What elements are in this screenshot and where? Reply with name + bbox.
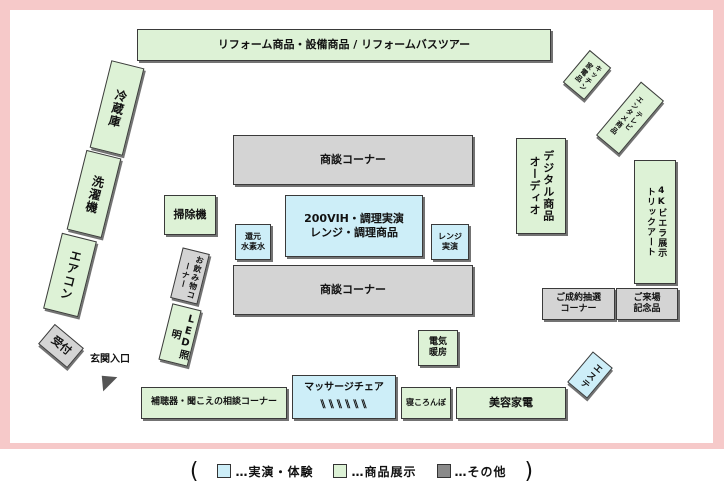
booth-4k-viera: 4Kビエラ展示 トリックアート — [634, 160, 676, 284]
legend-close-paren: ) — [524, 458, 535, 484]
booth-massage-chair: マッサージチェア ⑊⑊⑊⑊⑊⑊ — [292, 375, 396, 419]
booth-meeting-bottom: 商談コーナー — [233, 265, 473, 315]
booth-este: エステ — [567, 351, 613, 399]
booth-vacuum: 掃除機 — [164, 195, 216, 235]
massage-chair-icon: ⑊⑊⑊⑊⑊⑊ — [319, 397, 369, 412]
booth-meeting-top: 商談コーナー — [233, 135, 473, 185]
legend-swatch-other — [436, 464, 451, 478]
booth-beauty-appliance: 美容家電 — [456, 387, 566, 419]
booth-reform: リフォーム商品・設備商品 / リフォームバスツアー — [137, 29, 551, 61]
booth-massage-label: マッサージチェア — [304, 381, 384, 393]
booth-hydrogen-water: 還元 水素水 — [235, 224, 271, 260]
legend-item-product: …商品展示 — [333, 463, 416, 480]
legend-item-demo: …実演・体験 — [217, 463, 313, 480]
legend-label-other: …その他 — [454, 464, 507, 479]
legend-label-product: …商品展示 — [351, 464, 417, 479]
legend-swatch-demo — [217, 464, 232, 478]
booth-digital-audio: デジタル商品 オーディオ — [516, 138, 566, 234]
legend: ( …実演・体験 …商品展示 …その他 ) — [0, 456, 724, 486]
legend-label-demo: …実演・体験 — [235, 464, 314, 479]
booth-electric-heating: 電気 暖房 — [418, 330, 458, 366]
legend-open-paren: ( — [189, 458, 200, 484]
entrance-label: 玄関入口 — [90, 354, 130, 365]
booth-led: LED照明 — [158, 303, 202, 367]
legend-swatch-product — [333, 464, 348, 478]
booth-drink: お飲み物コーナー — [170, 247, 210, 305]
booth-range-demo: レンジ 実演 — [431, 224, 469, 260]
booth-gift: ご来場 記念品 — [616, 288, 678, 320]
booth-bedding: 寝ころんぼ — [401, 387, 451, 419]
legend-item-other: …その他 — [436, 463, 507, 480]
booth-aircon: エアコン — [43, 232, 97, 318]
booth-hearing-aid: 補聴器・聞こえの相談コーナー — [141, 387, 287, 419]
booth-cooking-demo: 200VIH・調理実演 レンジ・調理商品 — [285, 195, 423, 257]
booth-lottery: ご成約抽選 コーナー — [542, 288, 615, 320]
